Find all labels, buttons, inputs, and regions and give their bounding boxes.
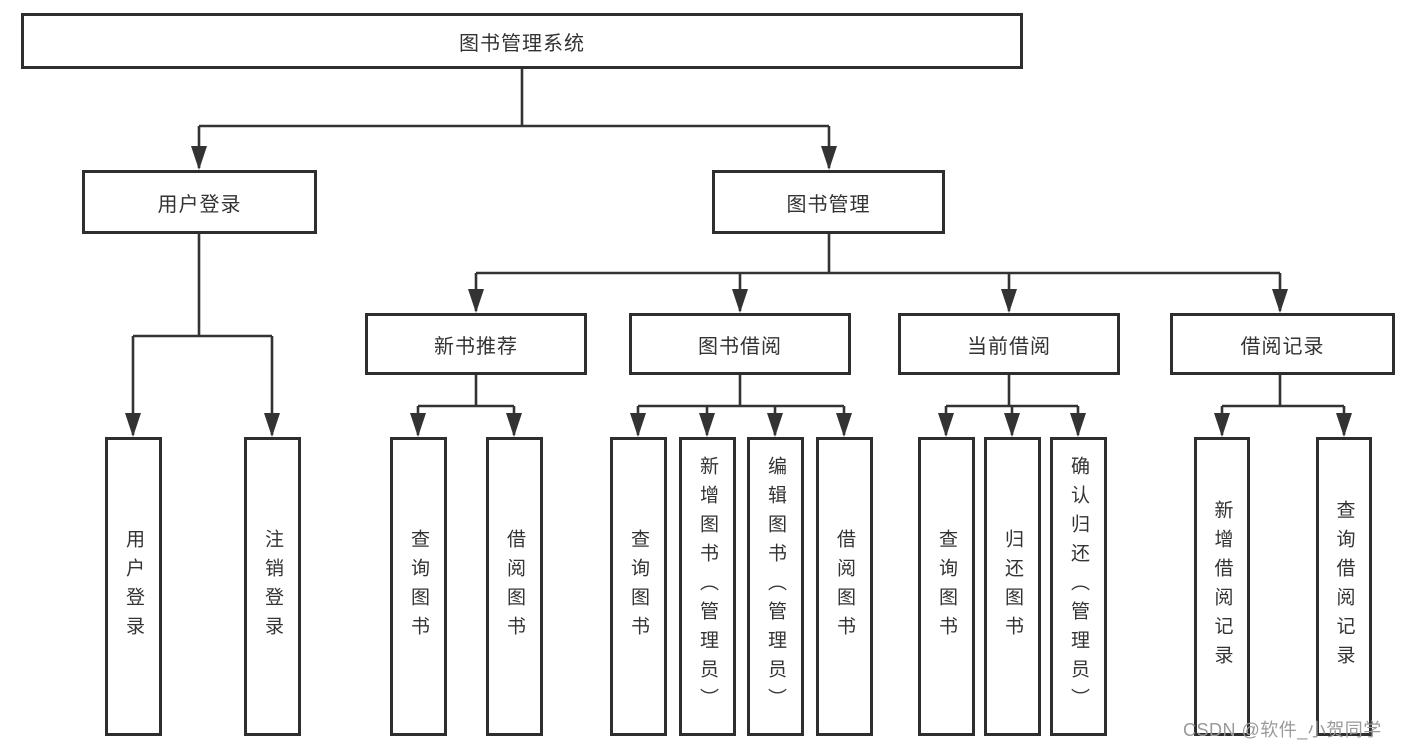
leaf-cb-query-books: 查询图书 <box>918 437 975 736</box>
leaf-cb-query-books-label: 查询图书 <box>936 528 957 645</box>
leaf-nbr-query-books: 查询图书 <box>390 437 447 736</box>
leaf-bb-borrow-books: 借阅图书 <box>816 437 873 736</box>
node-book-management-label: 图书管理 <box>786 193 871 216</box>
node-root-label: 图书管理系统 <box>459 32 585 55</box>
node-current-borrowing: 当前借阅 <box>898 313 1120 375</box>
node-book-borrowing-label: 图书借阅 <box>698 335 782 358</box>
node-user-login: 用户登录 <box>82 170 317 234</box>
leaf-br-add-borrow-record: 新增借阅记录 <box>1194 437 1250 736</box>
leaf-br-query-borrow-record: 查询借阅记录 <box>1316 437 1372 736</box>
leaf-user-login-label: 用户登录 <box>123 528 144 645</box>
leaf-nbr-borrow-books: 借阅图书 <box>486 437 543 736</box>
node-new-book-recommend-label: 新书推荐 <box>434 335 518 358</box>
leaf-cb-return-books-label: 归还图书 <box>1002 528 1023 645</box>
node-book-borrowing: 图书借阅 <box>629 313 851 375</box>
node-root: 图书管理系统 <box>21 13 1023 69</box>
leaf-logout: 注销登录 <box>244 437 301 736</box>
leaf-bb-add-books-admin: 新增图书（管理员） <box>679 437 736 736</box>
leaf-bb-borrow-books-label: 借阅图书 <box>834 528 855 645</box>
leaf-br-add-borrow-record-label: 新增借阅记录 <box>1211 499 1233 674</box>
leaf-bb-query-books-label: 查询图书 <box>628 528 649 645</box>
node-user-login-label: 用户登录 <box>157 193 242 216</box>
leaf-user-login: 用户登录 <box>105 437 162 736</box>
leaf-bb-add-books-admin-label: 新增图书（管理员） <box>697 456 718 717</box>
leaf-nbr-query-books-label: 查询图书 <box>408 528 429 645</box>
leaf-nbr-borrow-books-label: 借阅图书 <box>504 528 525 645</box>
leaf-logout-label: 注销登录 <box>262 528 283 645</box>
watermark: CSDN @软件_小贺同学 <box>1183 720 1382 740</box>
leaf-bb-edit-books-admin-label: 编辑图书（管理员） <box>765 456 786 717</box>
leaf-bb-edit-books-admin: 编辑图书（管理员） <box>747 437 804 736</box>
node-book-management: 图书管理 <box>712 170 945 234</box>
node-new-book-recommend: 新书推荐 <box>365 313 587 375</box>
arrowheads <box>125 146 1352 437</box>
leaf-cb-confirm-return-admin: 确认归还（管理员） <box>1050 437 1107 736</box>
leaf-cb-confirm-return-admin-label: 确认归还（管理员） <box>1068 456 1089 717</box>
leaf-cb-return-books: 归还图书 <box>984 437 1041 736</box>
leaf-br-query-borrow-record-label: 查询借阅记录 <box>1333 499 1355 674</box>
leaf-bb-query-books: 查询图书 <box>610 437 667 736</box>
node-borrow-records: 借阅记录 <box>1170 313 1395 375</box>
node-borrow-records-label: 借阅记录 <box>1240 335 1325 358</box>
node-current-borrowing-label: 当前借阅 <box>967 335 1051 358</box>
